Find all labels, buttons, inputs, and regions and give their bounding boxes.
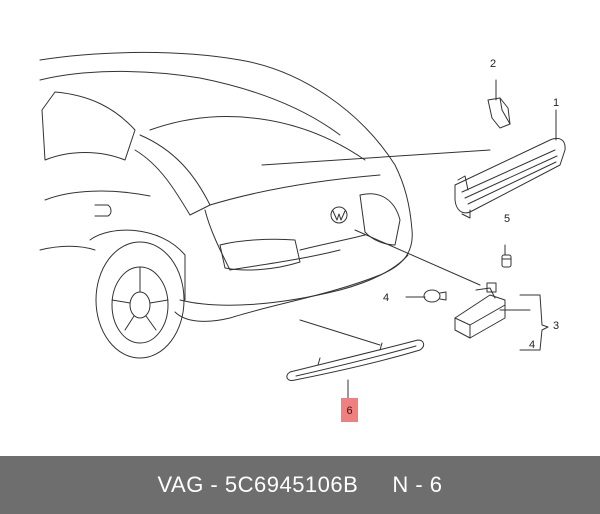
callout-6-highlight: 6 xyxy=(341,398,358,422)
callout-5: 5 xyxy=(504,213,510,225)
position-label: N - 6 xyxy=(392,472,443,497)
callout-labels: 2 1 5 4 3 4 xyxy=(383,58,559,351)
callout-2: 2 xyxy=(490,58,496,70)
car-body-drawing xyxy=(39,51,413,359)
part-number-label: VAG - 5C6945106B xyxy=(157,472,359,497)
part-1-lamp-housing xyxy=(454,137,566,219)
callout-4-assembly: 4 xyxy=(529,339,535,351)
callout-4-bulb: 4 xyxy=(383,292,389,304)
leader-lines xyxy=(261,79,557,399)
part-footer-bar: VAG - 5C6945106B N - 6 xyxy=(0,456,600,514)
callout-3: 3 xyxy=(553,320,559,332)
parts-diagram: 2 1 5 4 3 4 xyxy=(39,51,566,399)
part-3-plate-lamp xyxy=(454,282,506,339)
part-6-reflector xyxy=(286,339,425,381)
part-5-socket xyxy=(501,254,512,268)
part-4-bulb xyxy=(423,289,447,303)
part-2-bracket xyxy=(487,97,511,129)
highlight-box xyxy=(341,398,358,422)
callout-1: 1 xyxy=(553,97,559,109)
callout-6: 6 xyxy=(346,405,352,417)
